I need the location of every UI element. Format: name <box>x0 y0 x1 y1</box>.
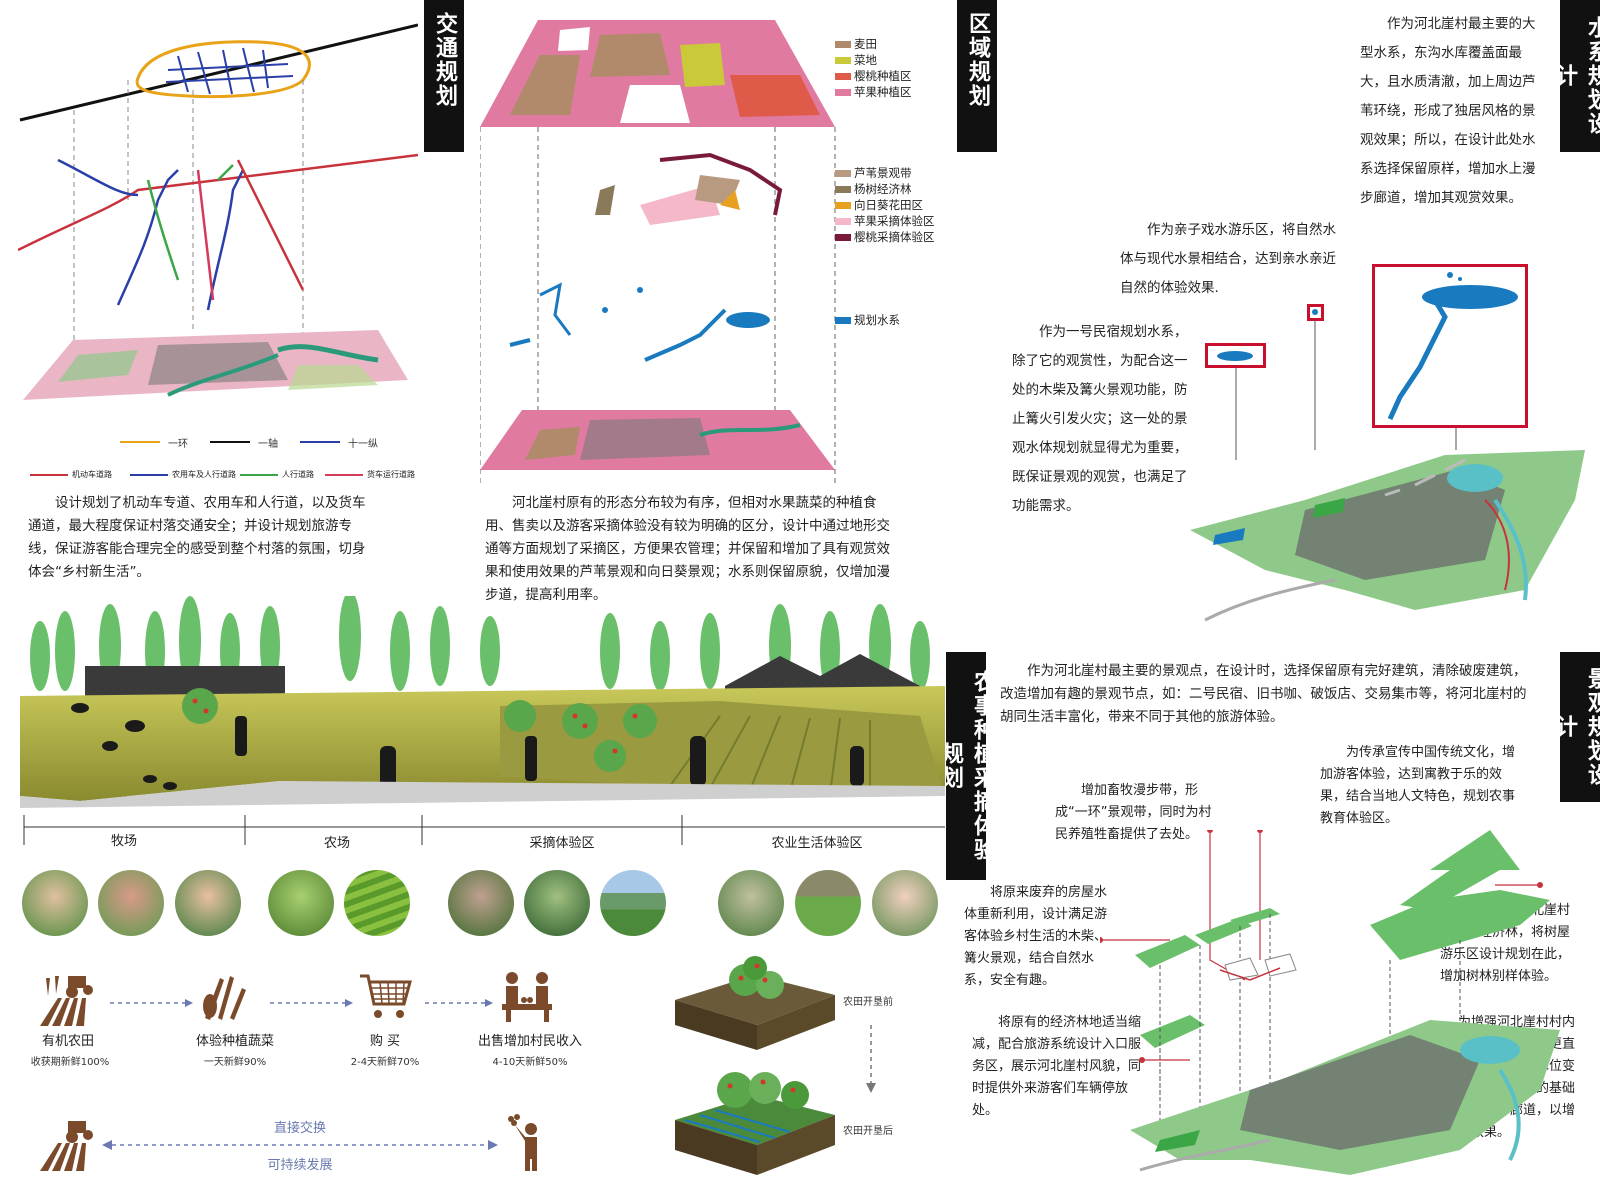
zoning-legend-mid: 芦苇景观带 杨树经济林 向日葵花田区 苹果采摘体验区 樱桃采摘体验区 <box>835 165 965 245</box>
zoning-diagram <box>480 20 836 485</box>
landscape-exploded-model <box>1100 830 1560 1175</box>
legend-motor: 机动车道路 <box>72 470 112 479</box>
water-play-highlight[interactable] <box>1307 304 1324 321</box>
photo-farm-2 <box>344 870 410 936</box>
step-buy: 购 买 <box>369 1034 401 1049</box>
farming-title: 农事种植采摘体验规划 <box>938 652 995 880</box>
zoning-title: 区域规划 <box>957 0 997 152</box>
section-farm: 农场 <box>323 836 350 851</box>
step-organic-field: 有机农田 <box>41 1034 94 1049</box>
traffic-legend-row2: 机动车道路 农用车及人行道路 人行道路 货车运行道路 <box>30 468 430 482</box>
photo-picking-3 <box>600 870 666 936</box>
photo-pasture-3 <box>175 870 241 936</box>
legend-wheat: 麦田 <box>835 36 945 52</box>
callout-education: 为传承宣传中国传统文化，增加游客体验，达到寓教于乐的效果，结合当地人文特色，规划… <box>1320 745 1516 826</box>
water-aerial-model <box>1190 450 1585 622</box>
callout-bonfire: 将原来废弃的房屋水体重新利用，设计满足游客体验乡村生活的木柴、篝火景观，结合自然… <box>964 885 1108 988</box>
water-text-main: 作为河北崖村最主要的大型水系，东沟水库覆盖面最大，且水质清澈，加上周边芦苇环绕，… <box>1360 16 1536 206</box>
ring-road <box>135 40 311 99</box>
vegetable-icon <box>203 976 246 1020</box>
farmer-icon <box>508 1114 537 1171</box>
callout-entrance: 将原有的经济林地适当缩减，配合旅游系统设计入口服务区，展示河北崖村风貌，同时提供… <box>972 1015 1142 1118</box>
section-picking: 采摘体验区 <box>529 836 595 851</box>
legend-water: 规划水系 <box>835 312 945 328</box>
zoning-legend-water: 规划水系 <box>835 312 945 328</box>
legend-sunflower: 向日葵花田区 <box>835 197 965 213</box>
photo-life-1 <box>718 870 784 936</box>
traffic-description: 设计规划了机动车专道、农用车和人行道，以及货车通道，最大程度保证村落交通安全；并… <box>28 495 366 580</box>
field-before-model <box>675 956 835 1050</box>
legend-apple-pick: 苹果采摘体验区 <box>835 213 965 229</box>
photo-life-2 <box>795 870 861 936</box>
legend-vertical: 十一纵 <box>348 439 378 450</box>
photo-pasture-1 <box>22 870 88 936</box>
legend-farm: 农用车及人行道路 <box>172 470 236 479</box>
step-planting: 体验种植蔬菜 <box>195 1034 274 1049</box>
photo-farm-1 <box>268 870 334 936</box>
legend-cherry-plant: 樱桃种植区 <box>835 68 945 84</box>
step-sell-sub: 4-10天新鲜50% <box>492 1057 568 1068</box>
photo-picking-1 <box>448 870 514 936</box>
exchange-bottom-label: 可持续发展 <box>267 1158 333 1173</box>
step-planting-sub: 一天新鲜90% <box>203 1057 267 1068</box>
step-organic-field-sub: 收获期新鲜100% <box>30 1057 110 1068</box>
step-buy-sub: 2-4天新鲜70% <box>350 1057 420 1068</box>
landscape-title: 景观规划设计 <box>1552 652 1600 802</box>
section-agri-life: 农业生活体验区 <box>771 836 863 851</box>
water-leader-lines <box>1235 320 1457 460</box>
callout-livestock: 增加畜牧漫步带，形成“一环”景观带，同时为村民养殖牲畜提供了去处。 <box>1055 783 1212 842</box>
section-pasture: 牧场 <box>110 834 137 849</box>
water-text-minsu: 作为一号民宿规划水系，除了它的观赏性，为配合这一处的木柴及篝火景观功能，防止篝火… <box>1012 324 1188 514</box>
farming-section-dividers <box>23 815 945 845</box>
legend-ring: 一环 <box>168 439 188 450</box>
water-title: 水系规划设计 <box>1552 0 1600 152</box>
field-before-label: 农田开垦前 <box>843 997 893 1008</box>
legend-vegetable: 菜地 <box>835 52 945 68</box>
water-reservoir-highlight[interactable] <box>1372 264 1528 428</box>
legend-reed: 芦苇景观带 <box>835 165 965 181</box>
tractor-field-icon-2 <box>40 1121 93 1171</box>
zoning-legend-top: 麦田 菜地 樱桃种植区 苹果种植区 <box>835 36 945 100</box>
vendor-icon <box>502 972 552 1022</box>
field-after-model <box>675 1072 835 1175</box>
legend-poplar: 杨树经济林 <box>835 181 965 197</box>
traffic-diagram <box>18 23 418 400</box>
photo-picking-2 <box>524 870 590 936</box>
water-minsu-highlight[interactable] <box>1205 343 1266 368</box>
legend-truck: 货车运行道路 <box>367 470 415 479</box>
zoning-description: 河北崖村原有的形态分布较为有序，但相对水果蔬菜的种植食用、售卖以及游客采摘体验没… <box>485 495 890 603</box>
legend-axis: 一轴 <box>258 439 278 450</box>
photo-life-3 <box>872 870 938 936</box>
shopping-cart-icon <box>360 974 412 1018</box>
field-after-label: 农田开垦后 <box>843 1126 893 1137</box>
step-sell: 出售增加村民收入 <box>477 1034 582 1049</box>
water-text-play: 作为亲子戏水游乐区，将自然水体与现代水景相结合，达到亲水亲近自然的体验效果. <box>1120 222 1336 296</box>
traffic-legend-row1: 一环 一轴 十一纵 <box>120 435 410 450</box>
farming-panorama <box>20 596 945 808</box>
legend-cherry-pick: 樱桃采摘体验区 <box>835 229 965 245</box>
exchange-arrow <box>102 1140 498 1150</box>
landscape-intro: 作为河北崖村最主要的景观点，在设计时，选择保留原有完好建筑，清除破废建筑，改造增… <box>1000 663 1527 725</box>
photo-pasture-2 <box>98 870 164 936</box>
process-arrows <box>110 999 493 1007</box>
field-down-arrow <box>866 1025 876 1093</box>
tractor-field-icon <box>40 976 93 1026</box>
exchange-top-label: 直接交换 <box>273 1121 326 1136</box>
legend-walk: 人行道路 <box>282 470 314 479</box>
legend-apple-plant: 苹果种植区 <box>835 84 945 100</box>
traffic-title: 交通规划 <box>424 0 464 152</box>
axis-line <box>19 23 418 122</box>
